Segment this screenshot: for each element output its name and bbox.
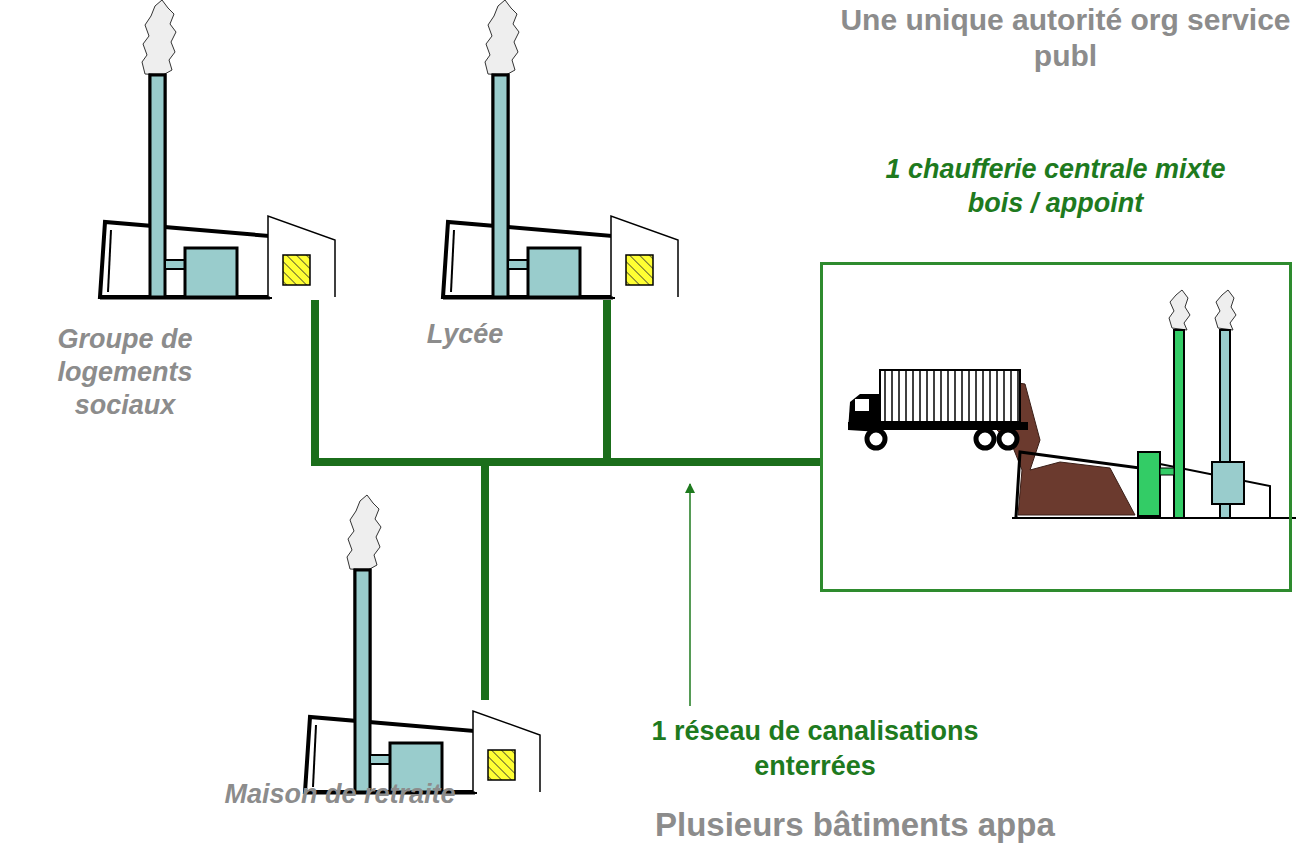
building-label: Lycée <box>395 318 535 351</box>
node-heading: 1 chaufferie centrale mixte bois / appoi… <box>883 153 1228 221</box>
pipe-connector <box>485 462 820 700</box>
building: Groupe de logements sociaux <box>100 205 340 300</box>
building: Maison de retraite <box>305 700 545 795</box>
boiler-plant-box: 1 chaufferie centrale mixte bois / appoi… <box>820 262 1292 592</box>
pipe-connector <box>607 300 820 462</box>
buildings-note: Plusieurs bâtiments appa <box>655 805 1055 845</box>
building-label: Groupe de logements sociaux <box>15 323 235 422</box>
title: Une unique autorité org service publ <box>838 2 1293 74</box>
pipe-connector <box>315 300 820 462</box>
building: Lycée <box>443 205 683 300</box>
building-label: Maison de retraite <box>195 778 485 811</box>
network-note: 1 réseau de canalisations enterrées <box>600 714 1030 784</box>
